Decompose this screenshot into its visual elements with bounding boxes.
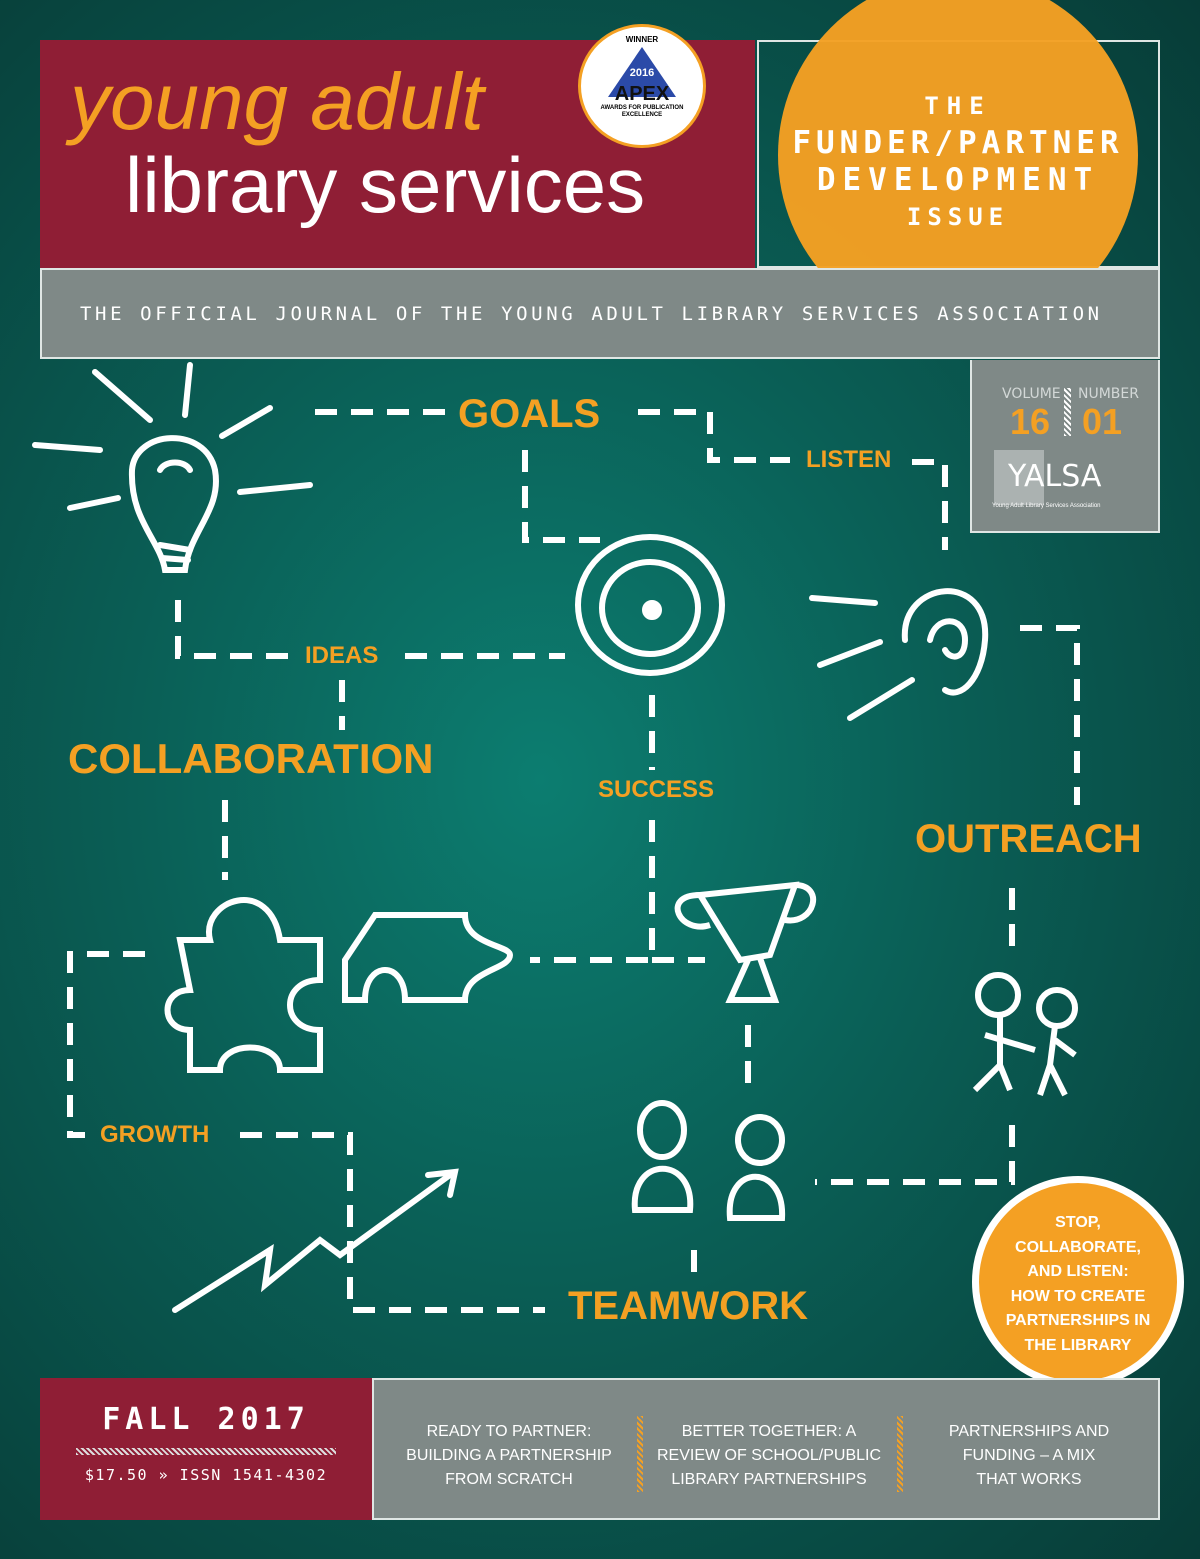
label-goals: GOALS (458, 392, 601, 436)
lightbulb-icon (32, 362, 313, 573)
label-collaboration: COLLABORATION (68, 735, 434, 782)
yalsa-logo-text: YALSA (1008, 459, 1102, 494)
badge-winner: WINNER (625, 35, 659, 44)
season-box: FALL 2017 $17.50 » ISSN 1541-4302 (40, 1378, 372, 1520)
target-icon (575, 534, 725, 676)
hatch-divider (76, 1448, 336, 1455)
trophy-icon (674, 881, 816, 1003)
article-line: REVIEW OF SCHOOL/PUBLIC (656, 1447, 882, 1464)
volume-number: 16 (1010, 401, 1051, 442)
number-label: NUMBER (1078, 386, 1139, 402)
article-2: BETTER TOGETHER: A REVIEW OF SCHOOL/PUBLI… (644, 1420, 894, 1492)
masthead-line2: library services (125, 141, 646, 229)
issue-line: THE (924, 92, 992, 120)
tagline: THE OFFICIAL JOURNAL OF THE YOUNG ADULT … (40, 268, 1160, 359)
volume-box: VOLUME 16 NUMBER 01 YALSA Young Adult Li… (970, 360, 1160, 533)
feature-line: AND LISTEN: (1027, 1263, 1129, 1280)
puzzle-pieces-icon (164, 897, 514, 1073)
label-outreach: OUTREACH (915, 817, 1142, 861)
article-line: PARTNERSHIPS AND (948, 1423, 1110, 1440)
article-line: LIBRARY PARTNERSHIPS (671, 1471, 867, 1488)
article-line: READY TO PARTNER: (426, 1423, 592, 1440)
feature-callout: STOP, COLLABORATE, AND LISTEN: HOW TO CR… (972, 1176, 1184, 1388)
badge-year: 2016 (629, 67, 655, 79)
growth-arrow-icon (172, 1168, 459, 1313)
article-line: THAT WORKS (976, 1471, 1082, 1488)
issue-title: THE FUNDER/PARTNER DEVELOPMENT ISSUE (780, 88, 1136, 236)
separator (897, 1416, 903, 1492)
badge-name: APEX (614, 83, 670, 105)
issue-line: ISSUE (906, 203, 1010, 231)
separator (1064, 388, 1071, 436)
yalsa-subtitle: Young Adult Library Services Association (992, 503, 1101, 509)
feature-line: THE LIBRARY (1024, 1336, 1132, 1354)
article-line: FROM SCRATCH (445, 1471, 573, 1488)
people-icon (972, 972, 1078, 1097)
price-issn: $17.50 » ISSN 1541-4302 (84, 1466, 328, 1484)
label-ideas: IDEAS (305, 642, 379, 669)
apex-award-badge: WINNER 2016 APEX AWARDS FOR PUBLICATION … (578, 24, 706, 148)
dashed-paths (67, 409, 1080, 1313)
article-line: BETTER TOGETHER: A (681, 1423, 857, 1440)
feature-line: PARTNERSHIPS IN (1005, 1312, 1151, 1329)
volume-label: VOLUME (1002, 386, 1061, 402)
ear-icon (809, 588, 989, 721)
issue-line: DEVELOPMENT (816, 162, 1100, 198)
feature-line: STOP, (1055, 1214, 1101, 1231)
feature-line: HOW TO CREATE (1010, 1287, 1146, 1305)
articles-box: READY TO PARTNER: BUILDING A PARTNERSHIP F… (372, 1378, 1160, 1520)
issue-line: FUNDER/PARTNER (792, 125, 1124, 161)
label-listen: LISTEN (806, 446, 892, 473)
article-1: READY TO PARTNER: BUILDING A PARTNERSHIP F… (384, 1420, 634, 1492)
yalsa-logo-icon (994, 450, 1044, 505)
team-icon (631, 1100, 786, 1221)
article-line: FUNDING – A MIX (962, 1447, 1096, 1464)
label-success: SUCCESS (598, 776, 715, 803)
label-growth: GROWTH (100, 1121, 210, 1148)
season: FALL 2017 (102, 1402, 310, 1437)
label-teamwork: TEAMWORK (568, 1284, 808, 1328)
masthead-line1: young adult (70, 57, 484, 146)
article-3: PARTNERSHIPS AND FUNDING – A MIX THAT WORK… (904, 1420, 1154, 1492)
feature-line: COLLABORATE, (1015, 1238, 1141, 1256)
separator (637, 1416, 643, 1492)
apex-triangle-icon: 2016 (608, 47, 676, 97)
badge-award: AWARDS FOR PUBLICATION EXCELLENCE (600, 105, 684, 118)
issue-number: 01 (1082, 401, 1123, 442)
article-line: BUILDING A PARTNERSHIP (406, 1447, 612, 1464)
